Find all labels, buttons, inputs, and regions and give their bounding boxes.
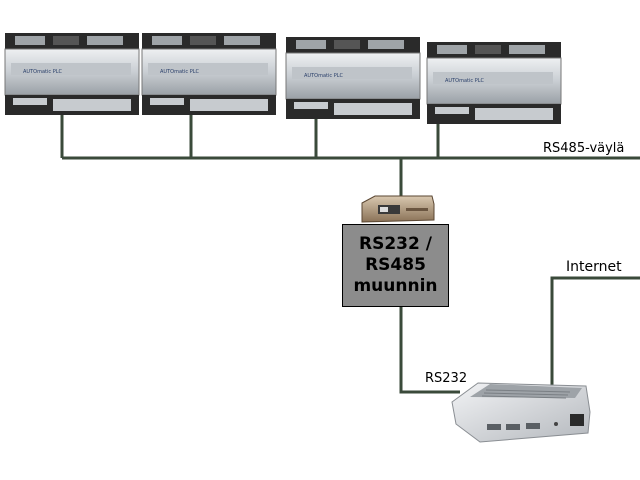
connection-lines — [60, 108, 640, 394]
plc-unit-2: AUTOmatic PLC — [141, 33, 277, 115]
internet-link-line — [550, 276, 640, 388]
embedded-pc-icon — [451, 382, 591, 443]
svg-text:AUTOmatic PLC: AUTOmatic PLC — [160, 69, 199, 75]
svg-text:AUTOmatic PLC: AUTOmatic PLC — [445, 78, 484, 84]
svg-text:AUTOmatic PLC: AUTOmatic PLC — [304, 73, 343, 79]
converter-box: RS232 / RS485 muunnin — [342, 224, 449, 307]
rs232-label: RS232 — [425, 371, 468, 386]
internet-label: Internet — [566, 259, 622, 275]
plc-unit-4: AUTOmatic PLC — [426, 42, 562, 124]
rs485-bus-label: RS485-väylä — [543, 141, 625, 156]
plc-unit-3: AUTOmatic PLC — [285, 37, 421, 119]
converter-label: RS232 / RS485 muunnin — [353, 234, 438, 296]
serial-converter-device-icon — [361, 195, 435, 223]
rs232-link-line — [399, 307, 460, 394]
svg-text:AUTOmatic PLC: AUTOmatic PLC — [23, 69, 62, 75]
plc-unit-1: AUTOmatic PLC — [4, 33, 140, 115]
